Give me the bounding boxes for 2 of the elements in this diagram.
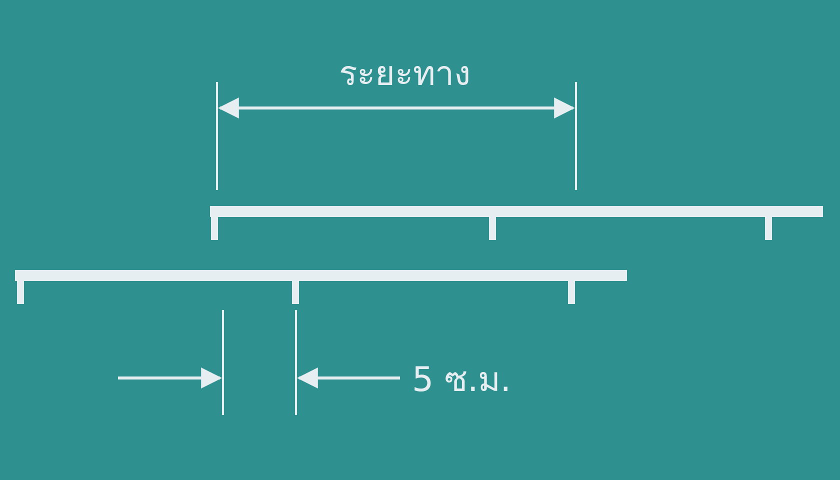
dimension-label: ระยะทาง <box>338 53 472 96</box>
dimension-label: 5 ซ.ม. <box>412 359 512 402</box>
